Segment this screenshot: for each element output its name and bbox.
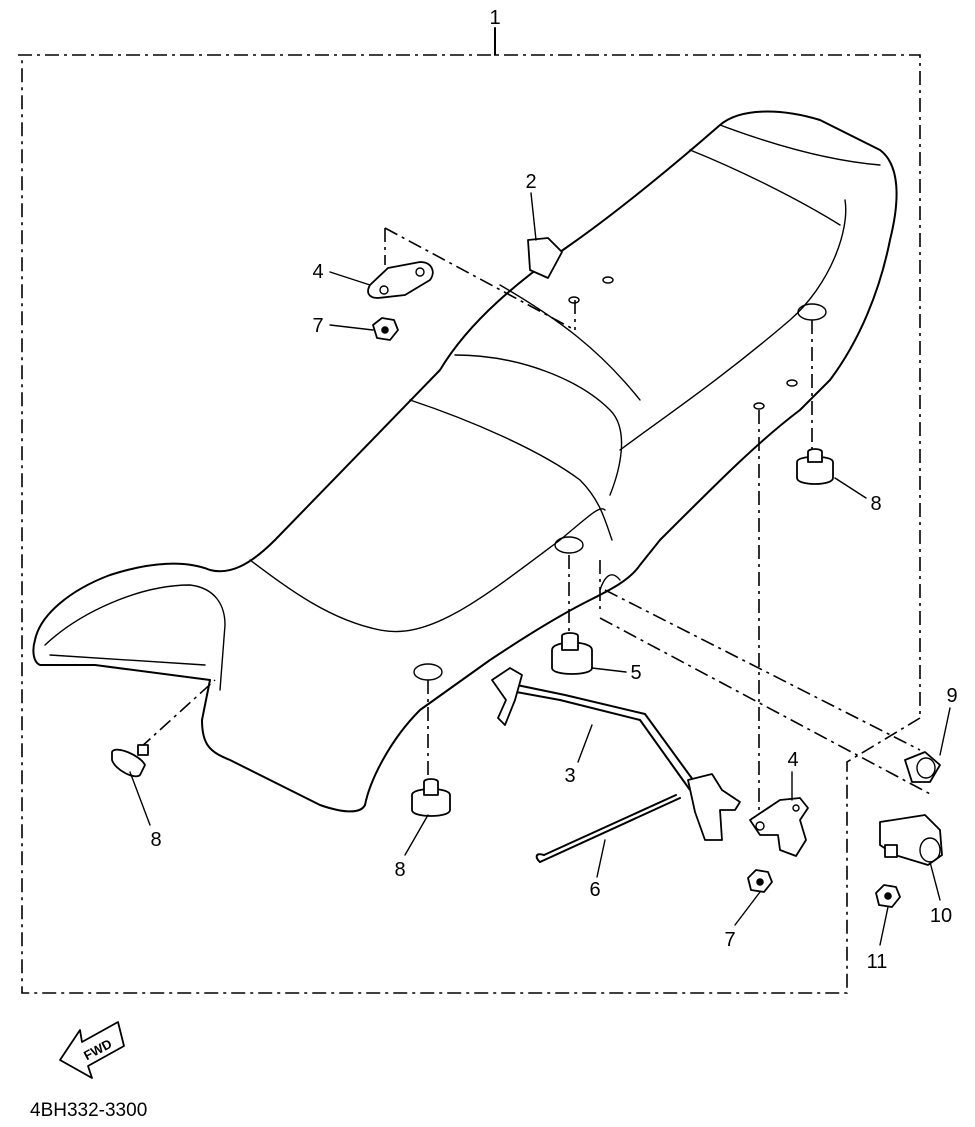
callout-8-center: 8	[394, 859, 405, 881]
part-8-damper-left	[111, 744, 149, 778]
callout-2: 2	[525, 171, 536, 193]
part-4-upper-bracket	[367, 261, 434, 299]
callout-8-right: 8	[870, 493, 881, 515]
part-11-nut	[875, 884, 901, 908]
callout-10: 10	[930, 905, 952, 927]
callout-4-lower: 4	[787, 749, 798, 771]
part-3-lock-rod	[491, 667, 741, 841]
callout-9: 9	[946, 685, 957, 707]
part-5-damper	[551, 632, 593, 675]
callout-5: 5	[630, 662, 641, 684]
callout-7-upper: 7	[312, 315, 323, 337]
part-7-upper-nut	[372, 317, 399, 341]
drawing-code: 4BH332-3300	[30, 1100, 147, 1121]
callout-3: 3	[564, 765, 575, 787]
callout-8-left: 8	[150, 829, 161, 851]
part-9-grommet	[904, 751, 941, 783]
callout-6: 6	[589, 879, 600, 901]
part-4-lower-bracket	[749, 797, 809, 857]
part-2-label	[527, 237, 563, 279]
part-8-damper-right	[796, 448, 834, 485]
callout-11: 11	[867, 951, 888, 973]
callout-4-upper: 4	[312, 261, 323, 283]
assembly-boundary	[18, 54, 921, 994]
part-10-key-cylinder	[879, 814, 943, 866]
callout-labels: 1 2 3 4 4 5 6 7 7 8 8 8 9 10 11	[150, 7, 957, 973]
part-6-cable	[535, 794, 681, 863]
callout-1: 1	[489, 7, 500, 29]
callout-7-lower: 7	[724, 929, 735, 951]
installation-lines	[139, 227, 933, 822]
part-8-damper-center	[411, 778, 451, 817]
callout-leaders	[129, 192, 951, 946]
fwd-arrow-icon: FWD	[59, 1021, 125, 1079]
part-7-lower-nut	[747, 869, 773, 893]
